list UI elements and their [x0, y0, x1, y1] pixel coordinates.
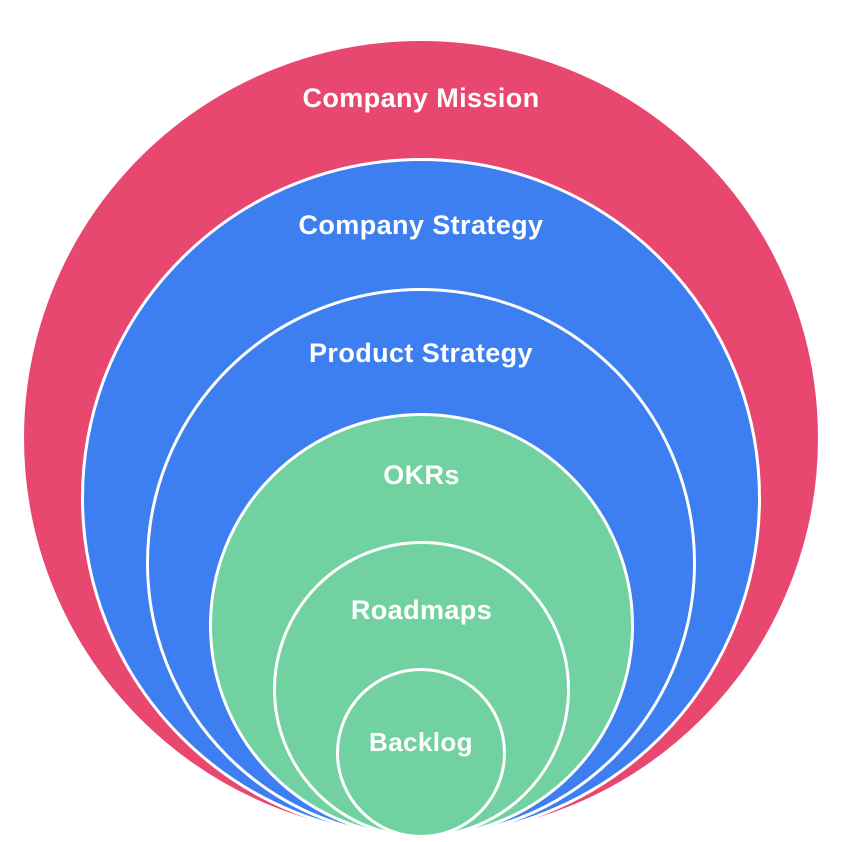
ring-backlog: Backlog [336, 668, 506, 838]
ring-label-company-mission: Company Mission [302, 83, 540, 113]
ring-label-okrs: OKRs [383, 460, 460, 490]
ring-label-product-strategy: Product Strategy [309, 338, 533, 368]
ring-label-backlog: Backlog [369, 727, 473, 757]
ring-label-company-strategy: Company Strategy [298, 210, 544, 240]
ring-label-roadmaps: Roadmaps [350, 595, 493, 625]
